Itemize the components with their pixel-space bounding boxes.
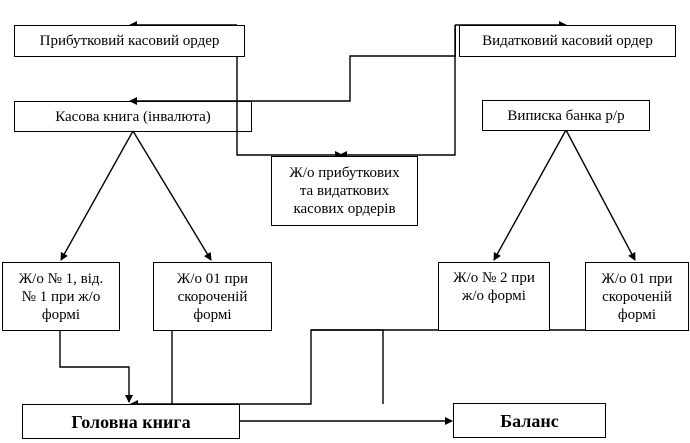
node-line: Ж/о прибуткових [289, 165, 400, 181]
node-line: Ж/о 01 при [176, 270, 249, 287]
node-label: Касова книга (інвалюта) [55, 107, 211, 126]
node-outgoing-cash-order: Видатковий касовий ордер [459, 25, 676, 57]
edge-bank-to-journal-2 [493, 129, 567, 261]
node-journal-01-left: Ж/о 01 при скороченій формі [153, 262, 272, 331]
node-line: формі [617, 306, 657, 323]
node-journal-01-right: Ж/о 01 при скороченій формі [585, 262, 689, 331]
node-line: Ж/о № 2 при [453, 270, 535, 286]
outgoing-order-left-rule [455, 25, 459, 57]
node-cash-book: Касова книга (інвалюта) [14, 101, 252, 132]
node-journal-2: Ж/о № 2 при ж/о формі [438, 262, 550, 331]
node-balance: Баланс [453, 403, 606, 438]
edge-cash-book-to-journal-1 [60, 130, 134, 261]
node-general-ledger: Головна книга [22, 404, 240, 439]
node-label: Прибутковий касовий ордер [39, 33, 220, 49]
node-orders-journal: Ж/о прибуткових та видаткових касових ор… [271, 156, 418, 226]
edge-bank-to-journal-01-right [565, 129, 636, 261]
node-incoming-cash-order: Прибутковий касовий ордер [14, 25, 245, 57]
node-line: скороченій [602, 288, 672, 305]
node-line: скороченій [177, 288, 248, 305]
node-line: касових ордерів [293, 201, 396, 217]
node-label: Баланс [500, 410, 559, 431]
edge-incoming-order-to-orders-journal [236, 25, 343, 159]
edge-journal-1-to-ledger [59, 330, 133, 403]
node-line: Ж/о № 1, від. [18, 270, 104, 287]
node-line: формі [41, 306, 81, 323]
node-line: формі [193, 306, 232, 323]
node-line: та видаткових [299, 183, 390, 199]
edge-outgoing-order-to-orders-journal [339, 25, 456, 159]
edge-cash-book-to-journal-01-left [132, 130, 212, 261]
node-label: Видатковий касовий ордер [482, 33, 653, 49]
node-line: ж/о формі [462, 288, 526, 304]
edge-outgoing-order-to-cash-book [129, 55, 455, 105]
node-line: № 1 при ж/о [21, 288, 101, 305]
node-line: Ж/о 01 при [601, 270, 673, 287]
node-journal-1: Ж/о № 1, від. № 1 при ж/о формі [2, 262, 120, 331]
edge-right-journals-to-ledger [130, 329, 384, 408]
node-label: Головна книга [71, 411, 191, 432]
node-label: Виписка банка р/р [507, 107, 625, 124]
node-bank-statement: Виписка банка р/р [482, 100, 650, 131]
